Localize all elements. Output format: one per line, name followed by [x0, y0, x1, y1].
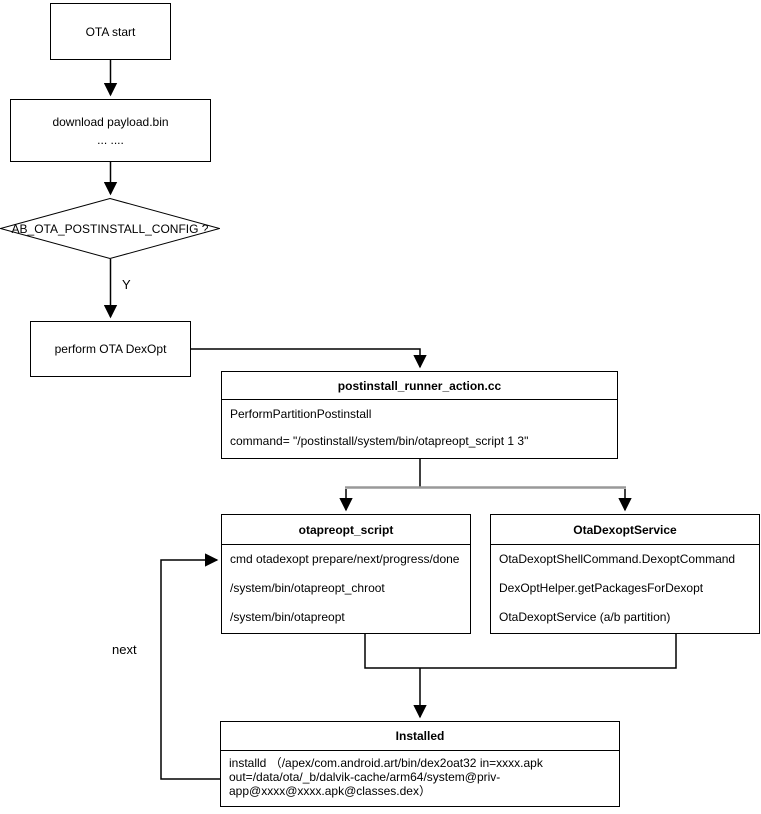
- node-postinstall-runner-title: postinstall_runner_action.cc: [222, 372, 617, 400]
- node-postinstall-runner-line: PerformPartitionPostinstall: [230, 407, 372, 421]
- node-decision-diamond: AB_OTA_POSTINSTALL_CONFIG ?: [0, 198, 220, 259]
- node-download-payload: download payload.bin ... ....: [10, 99, 211, 162]
- node-ota-dexopt-service-title: OtaDexoptService: [491, 515, 759, 545]
- node-ota-dexopt-service: OtaDexoptService OtaDexoptShellCommand.D…: [490, 514, 760, 634]
- node-perform-dexopt: perform OTA DexOpt: [30, 321, 191, 377]
- edge-label-yes: Y: [120, 277, 133, 292]
- node-ota-dexopt-service-line: OtaDexoptShellCommand.DexoptCommand: [499, 552, 736, 566]
- node-postinstall-runner-body: PerformPartitionPostinstall command= "/p…: [222, 400, 617, 458]
- node-otapreopt-script-title: otapreopt_script: [222, 515, 470, 545]
- edge-perform-to-postinstall: [191, 348, 427, 369]
- node-ota-dexopt-service-line: OtaDexoptService (a/b partition): [499, 610, 671, 624]
- node-postinstall-runner-line: command= "/postinstall/system/bin/otapre…: [230, 434, 529, 448]
- diamond-shape: [0, 198, 220, 259]
- node-ota-start-label: OTA start: [85, 24, 136, 39]
- node-otapreopt-script: otapreopt_script cmd otadexopt prepare/n…: [221, 514, 471, 634]
- edge-next-loop: [160, 553, 220, 780]
- node-decision-label: AB_OTA_POSTINSTALL_CONFIG ?: [11, 221, 209, 236]
- node-ota-dexopt-service-body: OtaDexoptShellCommand.DexoptCommand DexO…: [491, 545, 759, 633]
- node-ota-dexopt-service-line: DexOptHelper.getPackagesForDexopt: [499, 581, 704, 595]
- node-download-payload-line2: ... ....: [97, 132, 124, 147]
- node-installed: Installed installd （/apex/com.android.ar…: [220, 721, 620, 807]
- node-installed-body: installd （/apex/com.android.art/bin/dex2…: [229, 756, 543, 798]
- node-otapreopt-script-body: cmd otadexopt prepare/next/progress/done…: [222, 545, 470, 633]
- node-perform-dexopt-label: perform OTA DexOpt: [54, 342, 167, 356]
- edge-merge-bar: [364, 634, 677, 669]
- node-otapreopt-script-line: cmd otadexopt prepare/next/progress/done: [230, 552, 460, 566]
- node-postinstall-runner: postinstall_runner_action.cc PerformPart…: [221, 371, 618, 459]
- node-otapreopt-script-line: /system/bin/otapreopt_chroot: [230, 581, 385, 595]
- edge-label-next: next: [110, 642, 139, 657]
- node-installed-title: Installed: [221, 722, 619, 751]
- node-otapreopt-script-line: /system/bin/otapreopt: [230, 610, 345, 624]
- node-download-payload-line1: download payload.bin: [52, 114, 169, 129]
- node-ota-start: OTA start: [50, 3, 171, 60]
